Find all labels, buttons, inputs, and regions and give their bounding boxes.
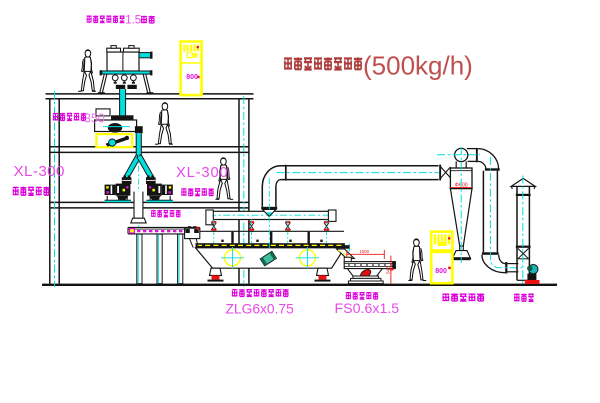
svg-text:XL-300: XL-300	[176, 165, 229, 181]
svg-text:1500: 1500	[360, 249, 370, 254]
svg-text:XL-300: XL-300	[14, 163, 65, 180]
svg-text:350: 350	[84, 112, 105, 126]
svg-text:FS0.6x1.5: FS0.6x1.5	[335, 301, 400, 317]
svg-text:800: 800	[186, 74, 198, 81]
svg-text:800: 800	[435, 268, 447, 275]
svg-text:1.5: 1.5	[125, 14, 141, 26]
svg-text:ZLG6x0.75: ZLG6x0.75	[226, 302, 295, 317]
svg-text:(500kg/h): (500kg/h)	[363, 51, 473, 81]
svg-text:548: 548	[386, 266, 391, 274]
